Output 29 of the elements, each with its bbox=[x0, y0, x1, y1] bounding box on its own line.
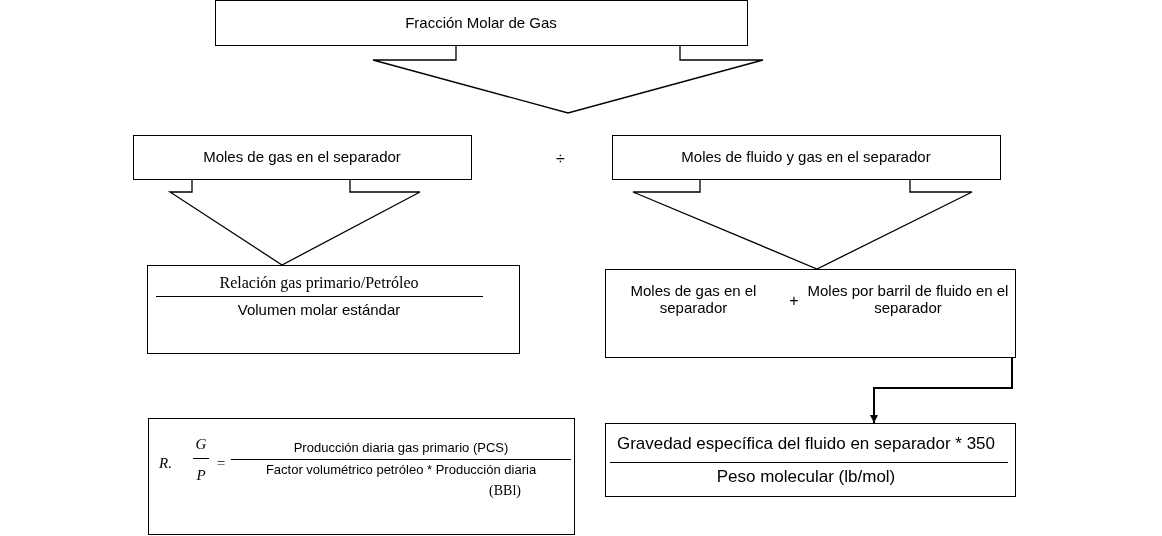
denominator-text: Volumen molar estándar bbox=[236, 301, 402, 319]
formula-text: = bbox=[215, 455, 227, 473]
formula-text: Moles de gas en el separador bbox=[202, 148, 402, 166]
formula-text: Moles por barril de fluido en el separador bbox=[806, 282, 1010, 317]
process-box bbox=[147, 265, 520, 354]
process-box bbox=[605, 269, 1016, 358]
formula-text: P bbox=[195, 467, 207, 485]
formula-text: Moles de fluido y gas en el separador bbox=[680, 148, 932, 166]
formula-text: Factor volumétrico petróleo * Producción diaria bbox=[264, 463, 538, 478]
process-box bbox=[612, 135, 1001, 180]
process-box bbox=[605, 423, 1016, 497]
block-arrow bbox=[372, 45, 764, 114]
block-arrow bbox=[167, 179, 421, 266]
process-box bbox=[148, 418, 575, 535]
numerator-text: Gravedad específica del fluido en separador * 350 bbox=[616, 434, 996, 454]
formula-text: R. bbox=[159, 455, 173, 473]
process-box bbox=[215, 0, 748, 46]
block-arrow bbox=[632, 179, 973, 270]
division-sign: ÷ bbox=[556, 150, 565, 169]
formula-text: Fracción Molar de Gas bbox=[404, 14, 558, 32]
process-box bbox=[133, 135, 472, 180]
arrow bbox=[870, 357, 1013, 424]
formula-text: Moles de gas en el separador bbox=[629, 282, 758, 317]
numerator-text: Relación gas primario/Petróleo bbox=[218, 274, 420, 293]
formula-text: G bbox=[194, 436, 208, 454]
formula-text: + bbox=[788, 292, 800, 311]
denominator-text: Peso molecular (lb/mol) bbox=[715, 467, 897, 487]
formula-text: Producción diaria gas primario (PCS) bbox=[292, 441, 510, 456]
formula-text: (BBl) bbox=[488, 483, 522, 500]
